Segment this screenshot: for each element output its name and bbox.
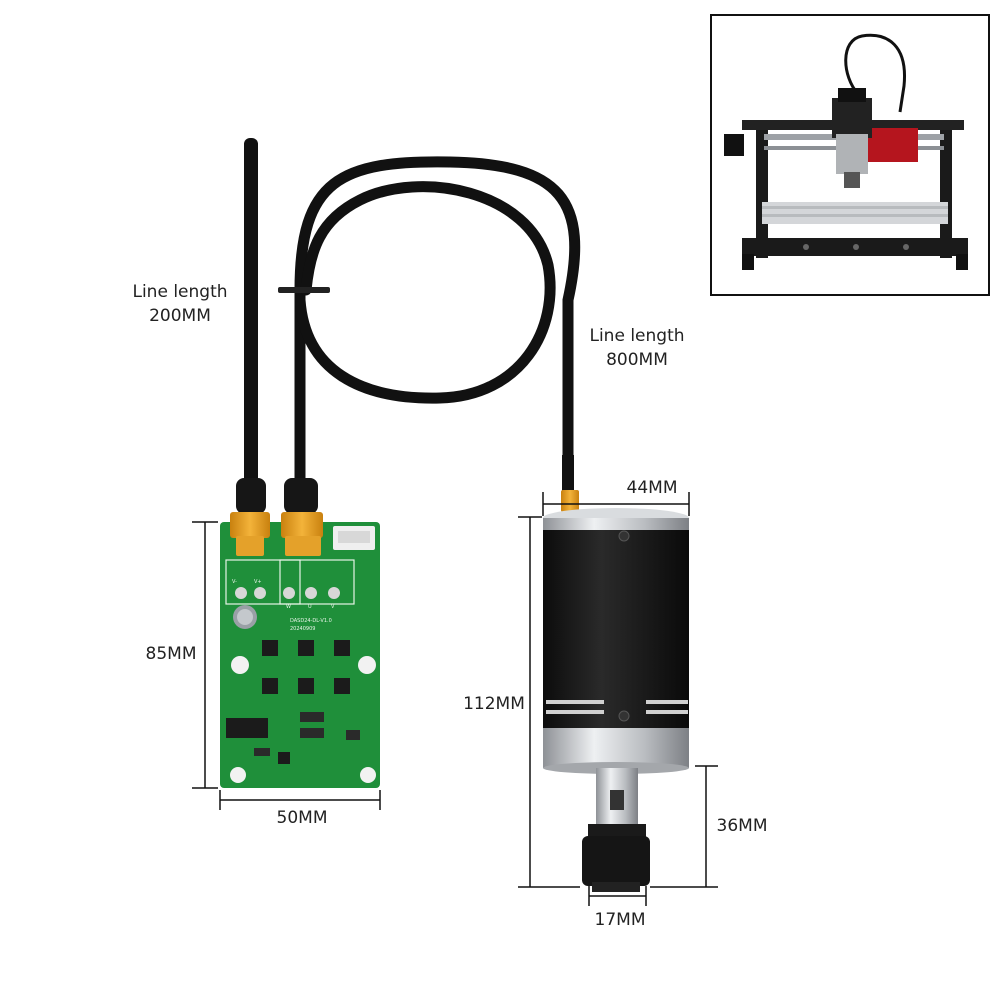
cable-200mm [236,138,266,514]
line-length-800-value: 800MM [606,350,668,370]
spindle-connector [561,490,579,512]
dimension-lines [192,492,718,906]
pcb-board [220,522,380,788]
collet-diameter-label: 17MM [594,910,646,930]
line-length-200-title: Line length [132,282,228,302]
shaft-length-label: 36MM [716,816,768,836]
pcb-date-text: 20240909 [290,626,315,632]
spindle-motor [543,490,689,892]
cnc-machine-inset [710,14,990,296]
spindle-diameter-label: 44MM [626,478,678,498]
spindle-length-label: 112MM [463,694,525,714]
pcb-pin-label-w: W [286,604,291,610]
line-length-200-value: 200MM [149,306,211,326]
line-length-800-title: Line length [589,326,685,346]
pcb-pin-label-v: V [331,604,335,610]
cnc-machine-illustration [724,33,968,270]
line-length-800-label: Line length 800MM [567,324,707,372]
pcb-pin-label-vplus: V+ [254,579,262,585]
pcb-width-label: 50MM [276,808,328,828]
pcb-height-label: 85MM [145,644,197,664]
pcb-pin-label-vminus: V- [232,579,237,585]
cable-tie [278,287,330,293]
cable-800mm [294,156,581,496]
xt-connector-motor [281,512,323,556]
pcb-pin-label-u: U [308,604,312,610]
xt-connector-power [230,512,270,556]
pcb-model-text: DASD24-DL-V1.0 [290,618,332,624]
line-length-200-label: Line length 200MM [110,280,250,328]
cable-boot-800 [284,478,318,514]
